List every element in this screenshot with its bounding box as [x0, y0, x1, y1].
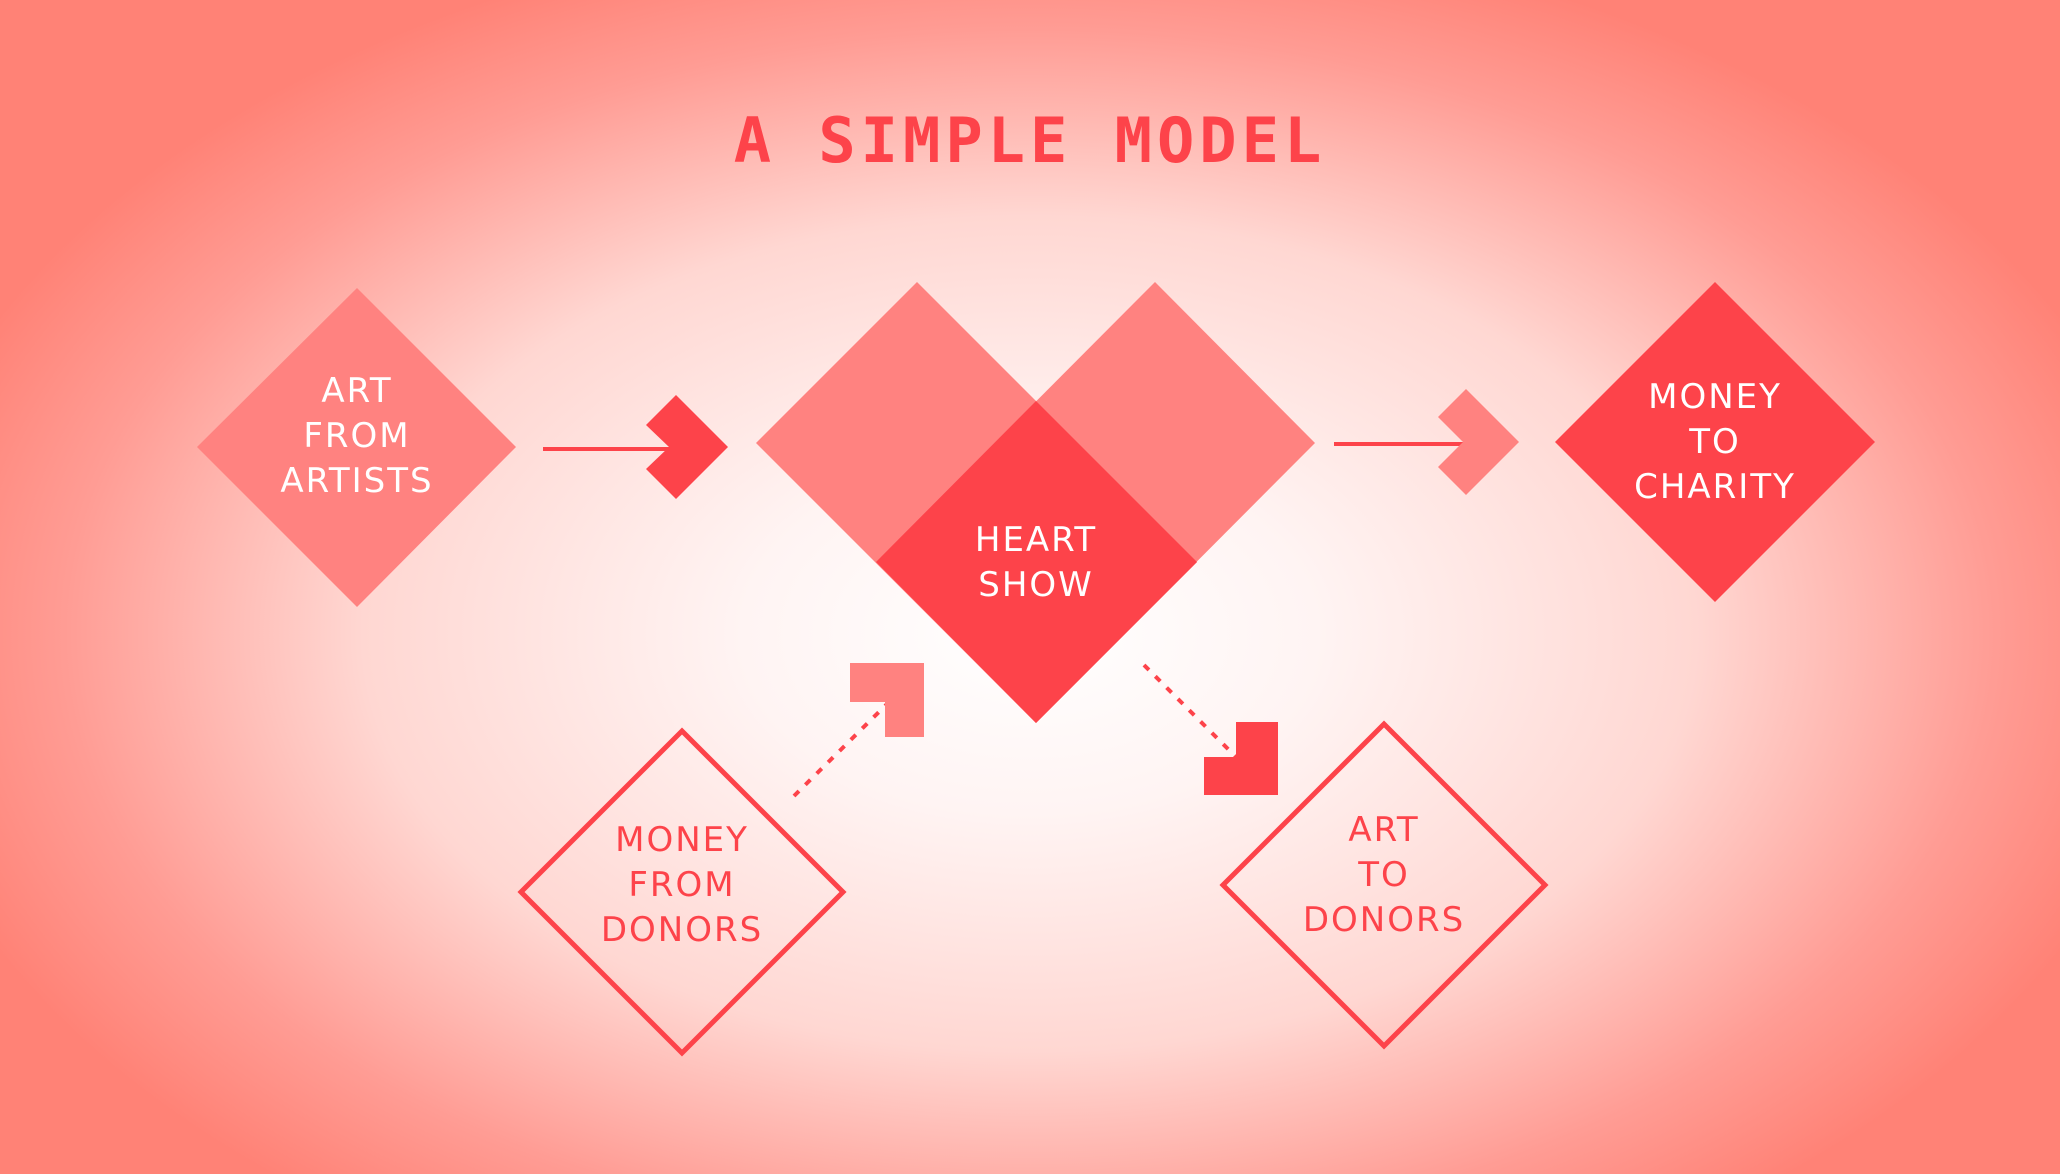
label-money-to-charity: MONEY TO CHARITY [1605, 375, 1825, 510]
label-art-to-donors: ART TO DONORS [1274, 808, 1494, 943]
label-line: ART [321, 371, 393, 411]
label-line: DONORS [1302, 900, 1466, 940]
page-title: A SIMPLE MODEL [733, 104, 1327, 177]
label-line: DONORS [600, 910, 764, 950]
label-line: FROM [628, 865, 736, 905]
art-to-donors-diamond [1219, 720, 1549, 1050]
dotted-line-show-to-donors [1142, 663, 1238, 759]
arrow-head-show-to-charity [1438, 389, 1519, 495]
arrow-head-artists-to-show [646, 395, 728, 499]
label-line: TO [1689, 422, 1741, 462]
art-from-artists-diamond [197, 288, 516, 607]
label-money-from-donors: MONEY FROM DONORS [572, 818, 792, 953]
label-heart-show: HEART SHOW [936, 518, 1136, 608]
label-line: FROM [303, 416, 411, 456]
money-from-donors-diamond [517, 727, 847, 1057]
label-line: ARTISTS [280, 461, 434, 501]
label-line: ART [1348, 810, 1420, 850]
label-line: SHOW [978, 565, 1094, 605]
label-line: MONEY [615, 820, 749, 860]
dotted-line-donors-to-show [792, 701, 890, 798]
money-to-charity-diamond [1555, 282, 1875, 602]
label-line: HEART [974, 520, 1098, 560]
label-line: MONEY [1648, 377, 1782, 417]
label-line: TO [1358, 855, 1410, 895]
label-art-from-artists: ART FROM ARTISTS [257, 369, 457, 504]
heart-center-diamond [876, 401, 1197, 723]
label-line: CHARITY [1634, 467, 1796, 507]
arrow-corner-show-to-donors [1204, 722, 1278, 795]
arrow-corner-donors-to-show [850, 663, 924, 737]
